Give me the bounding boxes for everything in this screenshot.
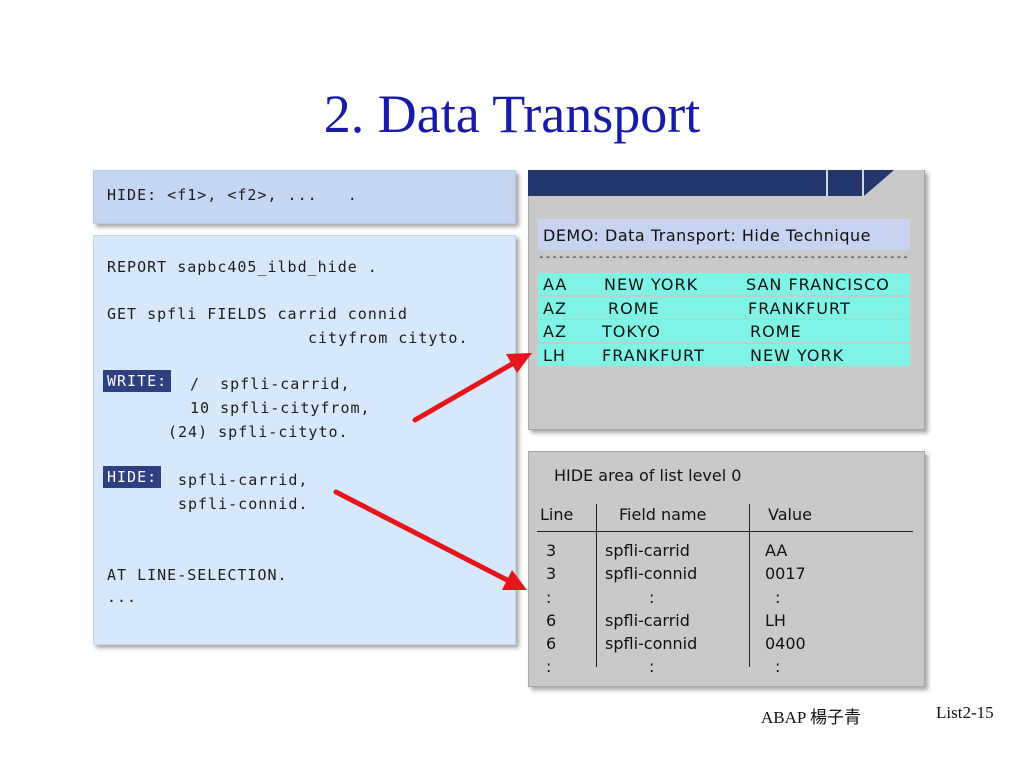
list-cell-cityfrom: TOKYO — [602, 322, 661, 341]
code-write-line1: / spfli-carrid, — [190, 375, 351, 393]
window-titlebar — [528, 170, 924, 196]
write-keyword: WRITE: — [103, 370, 172, 392]
list-cell-carrid: LH — [543, 346, 566, 365]
header-divider — [537, 531, 913, 532]
hide-area-title: HIDE area of list level 0 — [554, 466, 742, 485]
code-dots: ... — [107, 588, 138, 606]
list-separator-line: ----------------------------------------… — [538, 252, 909, 263]
code-hide-line2: spfli-connid. — [178, 495, 309, 513]
column-divider — [596, 504, 597, 667]
column-divider — [749, 504, 750, 667]
hide-cell-value: : — [775, 588, 781, 607]
titlebar-separator — [862, 170, 864, 196]
list-row[interactable]: AZ TOKYO ROME — [538, 320, 910, 342]
list-row[interactable]: LH FRANKFURT NEW YORK — [538, 344, 910, 366]
hide-cell-field: spfli-carrid — [605, 611, 690, 630]
list-cell-carrid: AZ — [543, 322, 567, 341]
hide-cell-line: 3 — [546, 541, 557, 560]
code-write-line3: (24) spfli-cityto. — [168, 423, 349, 441]
code-hide-line1: spfli-carrid, — [178, 471, 309, 489]
syntax-box: HIDE: <f1>, <f2>, ... . — [93, 170, 516, 224]
list-cell-cityfrom: FRANKFURT — [602, 346, 705, 365]
list-header-bar: DEMO: Data Transport: Hide Technique — [538, 219, 910, 250]
list-cell-cityfrom: NEW YORK — [604, 275, 699, 294]
list-row[interactable]: AZ ROME FRANKFURT — [538, 297, 910, 319]
list-cell-cityto: FRANKFURT — [748, 299, 851, 318]
hide-cell-field: : — [649, 657, 655, 676]
list-header-text: DEMO: Data Transport: Hide Technique — [543, 226, 871, 245]
code-at-line-selection: AT LINE-SELECTION. — [107, 566, 288, 584]
code-write-line2: 10 spfli-cityfrom, — [190, 399, 371, 417]
footer-course: ABAP 楊子青 — [761, 708, 861, 727]
hide-cell-field: spfli-connid — [605, 634, 698, 653]
hide-keyword: HIDE: — [103, 466, 162, 488]
hide-cell-value: 0400 — [765, 634, 806, 653]
col-header-line: Line — [540, 505, 574, 524]
hide-area-panel: HIDE area of list level 0 Line Field nam… — [528, 451, 925, 687]
titlebar-corner-icon — [864, 170, 924, 196]
list-cell-carrid: AA — [543, 275, 568, 294]
col-header-field-name: Field name — [619, 505, 707, 524]
code-report: REPORT sapbc405_ilbd_hide . — [107, 258, 378, 276]
hide-cell-value: 0017 — [765, 564, 806, 583]
list-row[interactable]: AA NEW YORK SAN FRANCISCO — [538, 273, 910, 295]
hide-cell-value: AA — [765, 541, 788, 560]
slide-title: 2. Data Transport — [323, 84, 701, 144]
list-cell-cityto: ROME — [750, 322, 802, 341]
hide-cell-line: : — [546, 588, 552, 607]
hide-cell-line: 6 — [546, 611, 557, 630]
list-cell-cityfrom: ROME — [608, 299, 660, 318]
hide-cell-value: LH — [765, 611, 786, 630]
syntax-line: HIDE: <f1>, <f2>, ... . — [107, 186, 358, 204]
hide-cell-field: spfli-connid — [605, 564, 698, 583]
hide-cell-field: spfli-carrid — [605, 541, 690, 560]
list-cell-cityto: NEW YORK — [750, 346, 845, 365]
hide-cell-field: : — [649, 588, 655, 607]
list-cell-cityto: SAN FRANCISCO — [746, 275, 890, 294]
list-cell-carrid: AZ — [543, 299, 567, 318]
code-get-line1: GET spfli FIELDS carrid connid — [107, 305, 408, 323]
code-box: REPORT sapbc405_ilbd_hide . GET spfli FI… — [93, 235, 516, 645]
code-get-line2: cityfrom cityto. — [308, 329, 469, 347]
arrow-icon — [333, 489, 527, 590]
col-header-value: Value — [768, 505, 812, 524]
arrow-icon — [412, 353, 532, 423]
footer-page-number: List2-15 — [936, 703, 994, 722]
hide-cell-value: : — [775, 657, 781, 676]
hide-cell-line: : — [546, 657, 552, 676]
hide-cell-line: 6 — [546, 634, 557, 653]
titlebar-separator — [826, 170, 828, 196]
hide-cell-line: 3 — [546, 564, 557, 583]
